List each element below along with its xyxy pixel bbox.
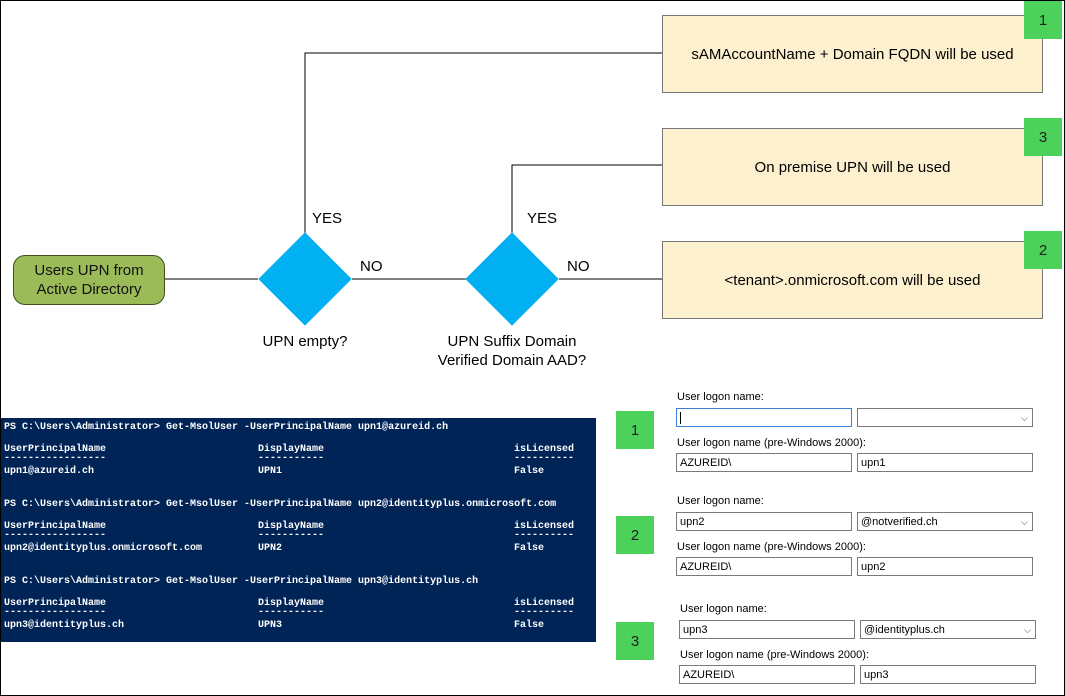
ps-dashes: ----------------- [4,530,107,541]
upn-suffix-value: @notverified.ch [861,516,938,528]
ps-header-upn: UserPrincipalName [4,444,107,455]
upn-suffix-dropdown[interactable]: ⌵ [857,408,1033,427]
ps-command: PS C:\Users\Administrator> Get-MsolUser … [4,422,449,433]
result-badge-1: 1 [1024,1,1062,39]
ps-row-displayname: UPN2 [258,543,283,554]
ps-dashes: ---------- [514,530,575,541]
ps-command: PS C:\Users\Administrator> Get-MsolUser … [4,576,479,587]
panel-badge-1: 1 [616,411,654,449]
ps-row-upn: upn2@identityplus.onmicrosoft.com [4,543,203,554]
start-node-users-upn: Users UPN from Active Directory [13,255,165,305]
start-node-label: Users UPN from Active Directory [34,262,144,298]
logon-name-label: User logon name: [680,603,767,615]
connector-decision1-yes [304,52,662,233]
result-onmicrosoft: <tenant>.onmicrosoft.com will be used [662,241,1043,319]
ps-row-displayname: UPN1 [258,466,283,477]
no-label-decision2: NO [567,258,590,275]
logon-name-input[interactable]: upn3 [679,620,855,639]
decision2-caption: UPN Suffix Domain Verified Domain AAD? [437,333,587,369]
powershell-console: PS C:\Users\Administrator> Get-MsolUser … [1,418,596,642]
ps-header-islicensed: isLicensed [514,521,575,532]
result-badge-3: 3 [1024,118,1062,156]
domain-prefix-field[interactable]: AZUREID\ [679,665,855,684]
ps-dashes: ---------- [514,453,575,464]
panel-badge-3: 3 [616,622,654,660]
ps-dashes: ----------------- [4,607,107,618]
chevron-down-icon: ⌵ [1021,517,1028,527]
ps-dashes: ----------------- [4,453,107,464]
result-badge-2: 2 [1024,231,1062,269]
domain-prefix-field[interactable]: AZUREID\ [676,453,852,472]
ps-command: PS C:\Users\Administrator> Get-MsolUser … [4,499,557,510]
ps-row-islicensed: False [514,466,545,477]
ps-row-upn: upn3@identityplus.ch [4,620,125,631]
ps-dashes: ----------- [258,453,325,464]
ps-row-islicensed: False [514,543,545,554]
pre2000-label: User logon name (pre-Windows 2000): [680,649,869,661]
ps-header-islicensed: isLicensed [514,598,575,609]
ps-header-upn: UserPrincipalName [4,521,107,532]
ps-header-displayname: DisplayName [258,521,325,532]
ps-dashes: ----------- [258,530,325,541]
domain-prefix-field[interactable]: AZUREID\ [676,557,852,576]
upn-suffix-dropdown[interactable]: @identityplus.ch ⌵ [860,620,1036,639]
ps-row-upn: upn1@azureid.ch [4,466,95,477]
logon-name-input[interactable] [676,408,852,427]
ps-header-displayname: DisplayName [258,598,325,609]
ps-header-upn: UserPrincipalName [4,598,107,609]
result-samaccountname: sAMAccountName + Domain FQDN will be use… [662,15,1043,93]
decision1-caption: UPN empty? [262,333,348,350]
pre2000-label: User logon name (pre-Windows 2000): [677,541,866,553]
chevron-down-icon: ⌵ [1024,625,1031,635]
result-text: <tenant>.onmicrosoft.com will be used [724,271,981,289]
logon-name-label: User logon name: [677,495,764,507]
ps-header-islicensed: isLicensed [514,444,575,455]
ps-header-displayname: DisplayName [258,444,325,455]
yes-label-decision2: YES [527,210,558,227]
pre2000-name-input[interactable]: upn2 [857,557,1033,576]
pre2000-name-input[interactable]: upn3 [860,665,1036,684]
result-text: On premise UPN will be used [754,158,951,176]
ps-row-displayname: UPN3 [258,620,283,631]
logon-name-input[interactable]: upn2 [676,512,852,531]
result-text: sAMAccountName + Domain FQDN will be use… [691,45,1014,63]
chevron-down-icon: ⌵ [1021,413,1028,423]
ps-dashes: ---------- [514,607,575,618]
yes-label-decision1: YES [312,210,343,227]
pre2000-name-input[interactable]: upn1 [857,453,1033,472]
text-caret [680,412,681,424]
ps-dashes: ----------- [258,607,325,618]
logon-name-label: User logon name: [677,391,764,403]
pre2000-label: User logon name (pre-Windows 2000): [677,437,866,449]
ps-row-islicensed: False [514,620,545,631]
result-onpremise-upn: On premise UPN will be used [662,128,1043,206]
connector-decision2-yes [511,164,662,233]
panel-badge-2: 2 [616,516,654,554]
no-label-decision1: NO [360,258,383,275]
upn-suffix-value: @identityplus.ch [864,624,945,636]
upn-suffix-dropdown[interactable]: @notverified.ch ⌵ [857,512,1033,531]
